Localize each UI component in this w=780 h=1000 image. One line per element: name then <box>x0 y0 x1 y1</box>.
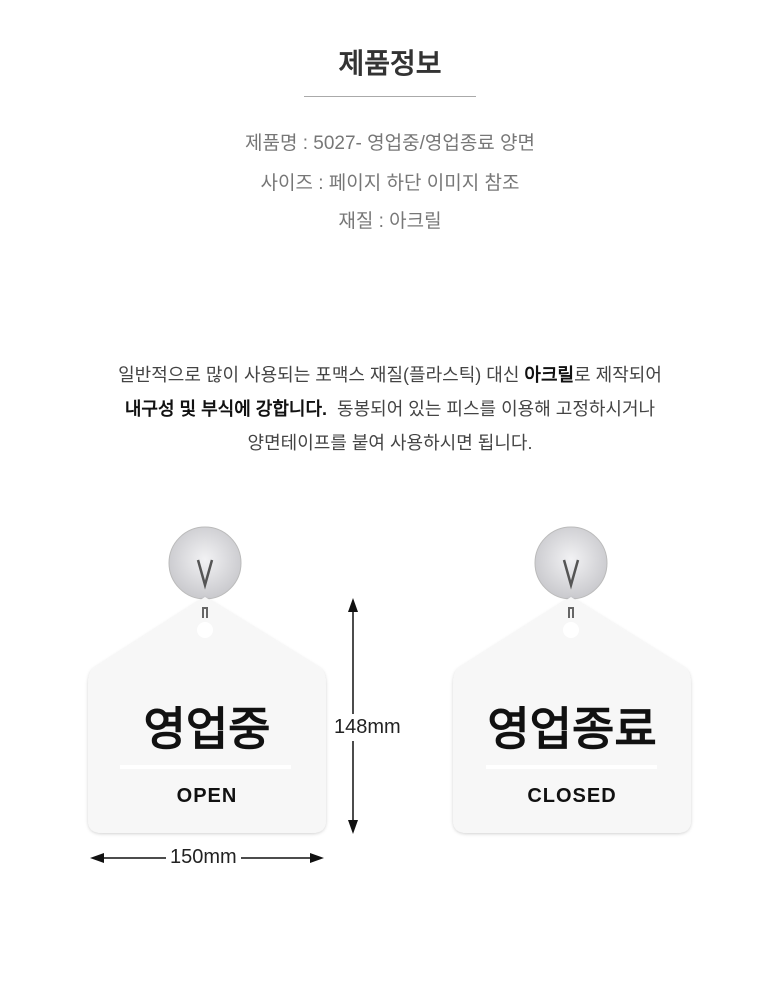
spec-size: 사이즈 : 페이지 하단 이미지 참조 <box>260 173 520 194</box>
sign-closed-english: CLOSED <box>527 785 617 807</box>
spec-product-name: 제품명 : 5027- 영업중/영업종료 양면 <box>244 133 536 154</box>
hook-icon <box>562 559 580 590</box>
desc-bold: 아크릴 <box>524 365 575 385</box>
spec-material: 재질 : 아크릴 <box>338 211 442 232</box>
sign-open-korean: 영업중 <box>143 703 271 755</box>
desc-text: 로 제작되어 <box>574 365 662 385</box>
hook-icon <box>196 559 214 590</box>
desc-text: 동봉되어 있는 피스를 이용해 고정하시거나 <box>327 399 656 419</box>
desc-bold: 내구성 및 부식에 강합니다. <box>124 399 328 419</box>
width-label: 150mm <box>166 846 241 869</box>
height-label: 148mm <box>334 714 401 741</box>
title-divider <box>304 96 476 97</box>
sign-closed <box>453 526 691 833</box>
desc-text: 일반적으로 많이 사용되는 포맥스 재질(플라스틱) 대신 <box>118 365 525 385</box>
sign-closed-korean: 영업종료 <box>487 703 657 755</box>
desc-text: 양면테이프를 붙여 사용하시면 됩니다. <box>247 433 533 453</box>
product-description: 일반적으로 많이 사용되는 포맥스 재질(플라스틱) 대신 아크릴로 제작되어 … <box>0 358 780 460</box>
page-title: 제품정보 <box>338 48 442 79</box>
sign-open-english: OPEN <box>176 785 238 807</box>
sign-open <box>88 526 326 833</box>
